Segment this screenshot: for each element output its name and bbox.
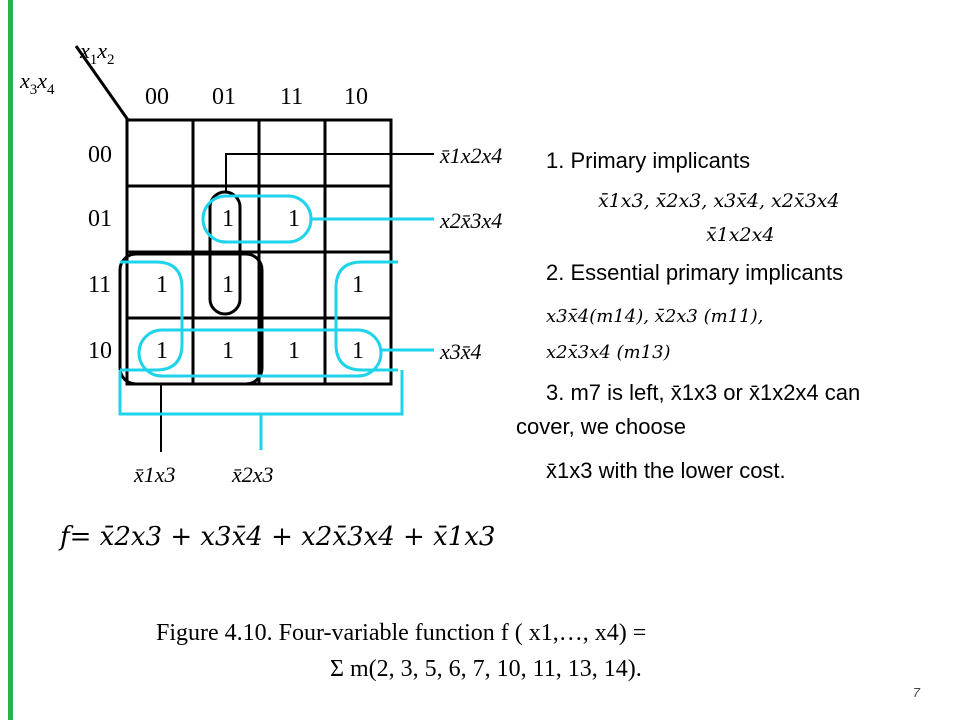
figure-caption-formula: Σ m(2, 3, 5, 6, 7, 10, 11, 13, 14). bbox=[330, 656, 642, 682]
kmap-grid bbox=[125, 118, 393, 386]
essential-implicants-title: 2. Essential primary implicants bbox=[546, 260, 844, 285]
kmap-cell-m13: 1 bbox=[288, 206, 300, 232]
kmap-col-header: 00 bbox=[145, 84, 169, 110]
kmap-corner-top-label: x1x2 bbox=[80, 38, 115, 68]
kmap-cell-m7: 1 bbox=[222, 272, 234, 298]
loop-x2bar-x3-left bbox=[120, 260, 184, 372]
kmap-cell-m14: 1 bbox=[288, 338, 300, 364]
kmap-cell-m5: 1 bbox=[222, 206, 234, 232]
step3-conclusion: x̄1x3 with the lower cost. bbox=[546, 458, 786, 483]
step3-line: 3. m7 is left, x̄1x3 or x̄1x2x4 can bbox=[546, 380, 861, 405]
loop-x1bar-x3 bbox=[118, 252, 264, 386]
kmap-corner-left-label: x3x4 bbox=[20, 68, 55, 98]
kmap-corner-diagonal bbox=[74, 45, 130, 121]
term-label-x1bar-x2-x4: x̄1x2x4 bbox=[440, 143, 503, 168]
figure-caption: Figure 4.10. Four-variable function f ( … bbox=[156, 620, 647, 646]
kmap-row-header: 00 bbox=[88, 142, 112, 168]
kmap-cell-m6: 1 bbox=[222, 338, 234, 364]
kmap-cell-m3: 1 bbox=[156, 272, 168, 298]
essential-implicants-line: x3x̄4(m14), x̄2x3 (m11), bbox=[546, 306, 764, 327]
step3-line-cont: cover, we choose bbox=[516, 414, 686, 439]
page-number: 7 bbox=[912, 685, 920, 700]
kmap-row-header: 01 bbox=[88, 206, 112, 232]
primary-implicants-title: 1. Primary implicants bbox=[546, 148, 751, 173]
primary-implicants-list-cont: x̄1x2x4 bbox=[706, 224, 775, 246]
term-label-x2bar-x3: x̄2x3 bbox=[232, 462, 274, 487]
term-label-x3-x4bar: x3x̄4 bbox=[440, 339, 482, 364]
kmap-row-header: 11 bbox=[88, 272, 112, 298]
kmap-col-header: 10 bbox=[344, 84, 368, 110]
kmap-col-header: 11 bbox=[280, 84, 304, 110]
accent-bar bbox=[8, 0, 13, 720]
leader-x1bar-x2-x4 bbox=[225, 153, 434, 192]
kmap-cell-m2: 1 bbox=[156, 338, 168, 364]
loop-x3-x4bar bbox=[137, 328, 383, 378]
primary-implicants-list: x̄1x3, x̄2x3, x3x̄4, x2x̄3x4 bbox=[598, 190, 840, 212]
kmap-row-header: 10 bbox=[88, 338, 112, 364]
karnaugh-map bbox=[74, 45, 434, 452]
term-label-x2-x3bar-x4: x2x̄3x4 bbox=[440, 208, 503, 233]
term-label-x1bar-x3: x̄1x3 bbox=[134, 462, 176, 487]
kmap-cell-m11: 1 bbox=[352, 272, 364, 298]
result-formula: f= x̄2x3 + x3x̄4 + x2x̄3x4 + x̄1x3 bbox=[60, 522, 496, 552]
essential-implicants-line-cont: x2x̄3x4 (m13) bbox=[546, 342, 671, 363]
loop-x2bar-x3-right bbox=[334, 260, 398, 372]
kmap-col-header: 01 bbox=[212, 84, 236, 110]
kmap-cell-m10: 1 bbox=[352, 338, 364, 364]
